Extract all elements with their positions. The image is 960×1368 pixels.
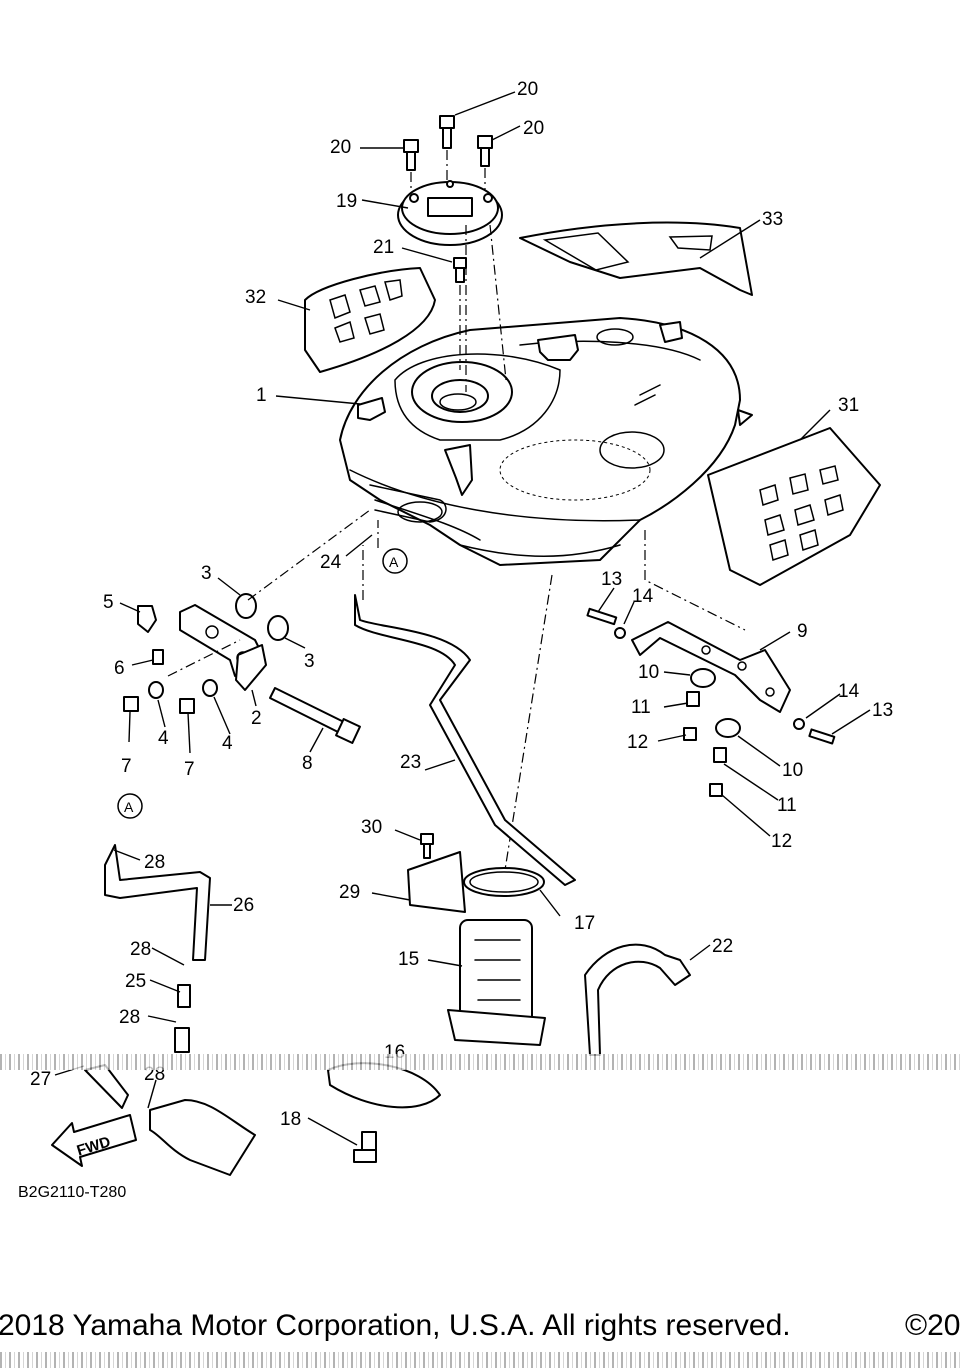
callout-23: 23 xyxy=(400,752,421,773)
assembly-lines-front xyxy=(167,509,746,871)
assembly-lines xyxy=(410,150,507,392)
fuel-line[interactable] xyxy=(584,943,691,1056)
bracket-grommets[interactable] xyxy=(148,593,289,699)
callout-28: 28 xyxy=(130,939,151,960)
callout-4: 4 xyxy=(158,728,169,749)
callout-14: 14 xyxy=(632,586,654,607)
bracket-bolts[interactable] xyxy=(123,605,361,744)
callout-10: 10 xyxy=(782,760,803,781)
callout-3: 3 xyxy=(304,651,315,672)
callout-29: 29 xyxy=(339,882,360,903)
callout-11: 11 xyxy=(631,697,651,718)
callout-15: 15 xyxy=(398,949,419,970)
callout-9: 9 xyxy=(797,621,808,642)
rear-fasteners[interactable] xyxy=(586,607,836,797)
callout-17: 17 xyxy=(574,913,595,934)
callout-1: 1 xyxy=(256,385,267,406)
leader-lines xyxy=(54,91,871,1146)
cap-bolts[interactable] xyxy=(403,115,493,283)
callout-25: 25 xyxy=(125,971,146,992)
overflow-hose[interactable] xyxy=(84,844,256,1176)
callout-28: 28 xyxy=(144,852,165,873)
rear-bracket[interactable] xyxy=(631,621,791,713)
callout-13: 13 xyxy=(872,700,893,721)
callout-7: 7 xyxy=(184,759,195,780)
callout-19: 19 xyxy=(336,191,357,212)
callout-5: 5 xyxy=(103,592,114,613)
copyright-notice: 2018 Yamaha Motor Corporation, U.S.A. Al… xyxy=(0,1309,791,1342)
copyright-tail: ©20 xyxy=(905,1309,960,1342)
fuel-cap-assembly[interactable] xyxy=(397,180,503,246)
callout-31: 31 xyxy=(838,395,859,416)
callout-20: 20 xyxy=(523,118,544,139)
callout-20: 20 xyxy=(517,79,538,100)
callout-18: 18 xyxy=(280,1109,301,1130)
callout-13: 13 xyxy=(601,569,622,590)
side-cover-left[interactable] xyxy=(304,267,436,373)
scan-artifact-bottom xyxy=(0,1352,960,1368)
top-cover[interactable] xyxy=(519,221,753,296)
callout-8: 8 xyxy=(302,753,313,774)
callout-12: 12 xyxy=(771,831,792,852)
callout-22: 22 xyxy=(712,936,733,957)
fuel-pump[interactable] xyxy=(327,833,546,1163)
callout-14: 14 xyxy=(838,681,860,702)
callout-4: 4 xyxy=(222,733,233,754)
side-cover-right[interactable] xyxy=(707,427,881,586)
front-bracket[interactable] xyxy=(179,604,267,691)
callout-11: 11 xyxy=(777,795,797,816)
breather-hose[interactable] xyxy=(354,594,576,886)
ref-marker-a-bottom xyxy=(117,793,143,819)
callout-30: 30 xyxy=(361,817,382,838)
callout-33: 33 xyxy=(762,209,783,230)
diagram-code: B2G2110-T280 xyxy=(18,1184,126,1201)
callout-28: 28 xyxy=(119,1007,140,1028)
callout-26: 26 xyxy=(233,895,254,916)
fwd-arrow xyxy=(51,1114,137,1167)
scan-artifact-top xyxy=(0,1054,960,1070)
callout-3: 3 xyxy=(201,563,212,584)
fuel-tank[interactable] xyxy=(339,317,753,566)
callout-12: 12 xyxy=(627,732,648,753)
ref-marker-a-bottom-label: A xyxy=(124,799,134,815)
callout-2: 2 xyxy=(251,708,262,729)
callout-27: 27 xyxy=(30,1069,51,1090)
ref-marker-a-top-label: A xyxy=(389,554,399,570)
callout-10: 10 xyxy=(638,662,659,683)
ref-marker-a-top xyxy=(382,548,408,574)
callout-labels: 20 20 20 19 33 21 32 1 31 24 A 3 13 5 14… xyxy=(18,79,893,1201)
callout-7: 7 xyxy=(121,756,132,777)
callout-21: 21 xyxy=(373,237,394,258)
callout-32: 32 xyxy=(245,287,266,308)
callout-20: 20 xyxy=(330,137,351,158)
callout-24: 24 xyxy=(320,552,342,573)
callout-6: 6 xyxy=(114,658,125,679)
